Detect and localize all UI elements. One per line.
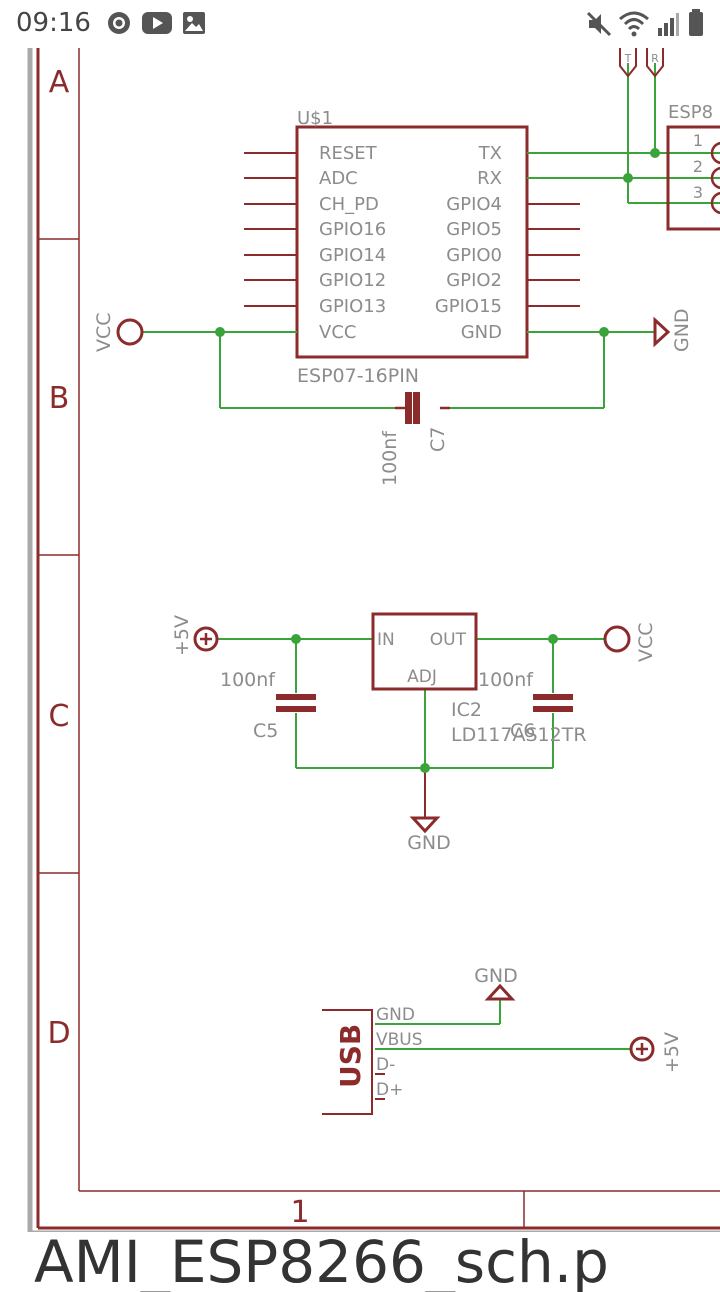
capacitor-c7	[395, 392, 450, 424]
c5-value: 100nf	[220, 669, 276, 691]
c6-name: C6	[510, 720, 535, 742]
u1-pin-tx: TX	[478, 143, 502, 164]
u1-pin-rx: RX	[477, 168, 502, 189]
usb-pin-dplus: D+	[376, 1080, 403, 1100]
status-bar: 09:16	[0, 0, 720, 48]
plus5v-symbol-mid	[193, 626, 219, 652]
u1-pin-ch-pd: CH_PD	[319, 194, 379, 215]
plus5v-label-usb: +5V	[661, 1032, 683, 1073]
record-icon	[108, 12, 130, 34]
youtube-icon	[142, 12, 172, 34]
power-rail-top	[116, 316, 671, 424]
usb-pin-vbus: VBUS	[376, 1030, 423, 1050]
plus5v-symbol-usb	[629, 1036, 655, 1062]
image-icon	[183, 12, 205, 34]
usb-pin-dminus: D-	[376, 1055, 395, 1075]
esp07-module	[244, 125, 580, 359]
regulator-pin-out: OUT	[430, 630, 467, 650]
u1-name: U$1	[297, 108, 333, 129]
esp8-pin-2: 2	[693, 157, 703, 176]
u1-pin-gpio0: GPIO0	[446, 245, 502, 266]
esp8-tag-t: T	[624, 52, 632, 65]
usb-label: USB	[334, 1024, 367, 1088]
status-time: 09:16	[16, 8, 91, 38]
u1-value: ESP07-16PIN	[297, 365, 419, 387]
esp8-connector-label: ESP8	[668, 102, 713, 123]
gnd-label-mid: GND	[407, 832, 451, 854]
gnd-symbol-usb	[484, 983, 516, 1001]
u1-pin-gpio16: GPIO16	[319, 219, 386, 240]
u1-pin-gpio4: GPIO4	[446, 194, 502, 215]
c7-name: C7	[427, 427, 449, 452]
capacitor-c6	[533, 694, 573, 712]
mute-icon	[586, 11, 612, 37]
column-label-1: 1	[290, 1195, 309, 1230]
c6-value: 100nf	[478, 669, 534, 691]
u1-pin-gpio13: GPIO13	[319, 296, 386, 317]
u1-pin-reset: RESET	[319, 143, 378, 164]
plus5v-label-mid: +5V	[171, 615, 193, 656]
esp8-tag-r: R	[651, 52, 659, 65]
usb-pin-gnd: GND	[376, 1005, 415, 1025]
file-caption: AMI_ESP8266_sch.p	[34, 1232, 609, 1292]
regulator-section	[193, 612, 631, 834]
usb-section	[322, 983, 655, 1115]
vcc-symbol-top	[116, 318, 144, 346]
gnd-label-top: GND	[671, 308, 693, 352]
u1-pin-gpio12: GPIO12	[319, 270, 386, 291]
row-label-a: A	[49, 65, 70, 100]
u1-pin-gpio15: GPIO15	[435, 296, 502, 317]
schematic-frame	[27, 48, 720, 1232]
regulator-ic2	[371, 612, 478, 691]
u1-pin-adc: ADC	[319, 168, 358, 189]
wifi-icon	[619, 11, 649, 37]
u1-pin-gpio5: GPIO5	[446, 219, 502, 240]
esp8-pin-1: 1	[693, 131, 703, 150]
vcc-label-mid: VCC	[635, 622, 657, 662]
u1-pin-gpio2: GPIO2	[446, 270, 502, 291]
row-label-b: B	[49, 381, 70, 416]
signal-icon	[658, 13, 679, 36]
gnd-symbol-mid	[409, 816, 441, 834]
regulator-pin-in: IN	[377, 630, 395, 650]
u1-pin-vcc: VCC	[319, 322, 356, 343]
esp8-connector	[527, 48, 720, 231]
c7-value: 100nf	[379, 430, 401, 486]
regulator-pin-adj: ADJ	[407, 667, 437, 687]
u1-pin-gnd: GND	[461, 322, 502, 343]
capacitor-c5	[276, 694, 316, 712]
row-label-d: D	[47, 1016, 70, 1051]
battery-icon	[689, 9, 703, 36]
regulator-name: IC2	[451, 699, 482, 721]
u1-pin-gpio14: GPIO14	[319, 245, 386, 266]
esp8-pin-3: 3	[693, 183, 703, 202]
vcc-label-top: VCC	[93, 312, 115, 352]
vcc-symbol-mid	[603, 625, 631, 653]
gnd-symbol-top	[653, 316, 671, 348]
row-label-c: C	[49, 699, 70, 734]
schematic-canvas: A B C D 1 U$1 ESP07-16PIN RESET ADC CH_P…	[27, 48, 720, 1232]
regulator-value: LD117AS12TR	[451, 724, 587, 746]
c5-name: C5	[253, 720, 278, 742]
gnd-label-usb: GND	[474, 965, 518, 987]
